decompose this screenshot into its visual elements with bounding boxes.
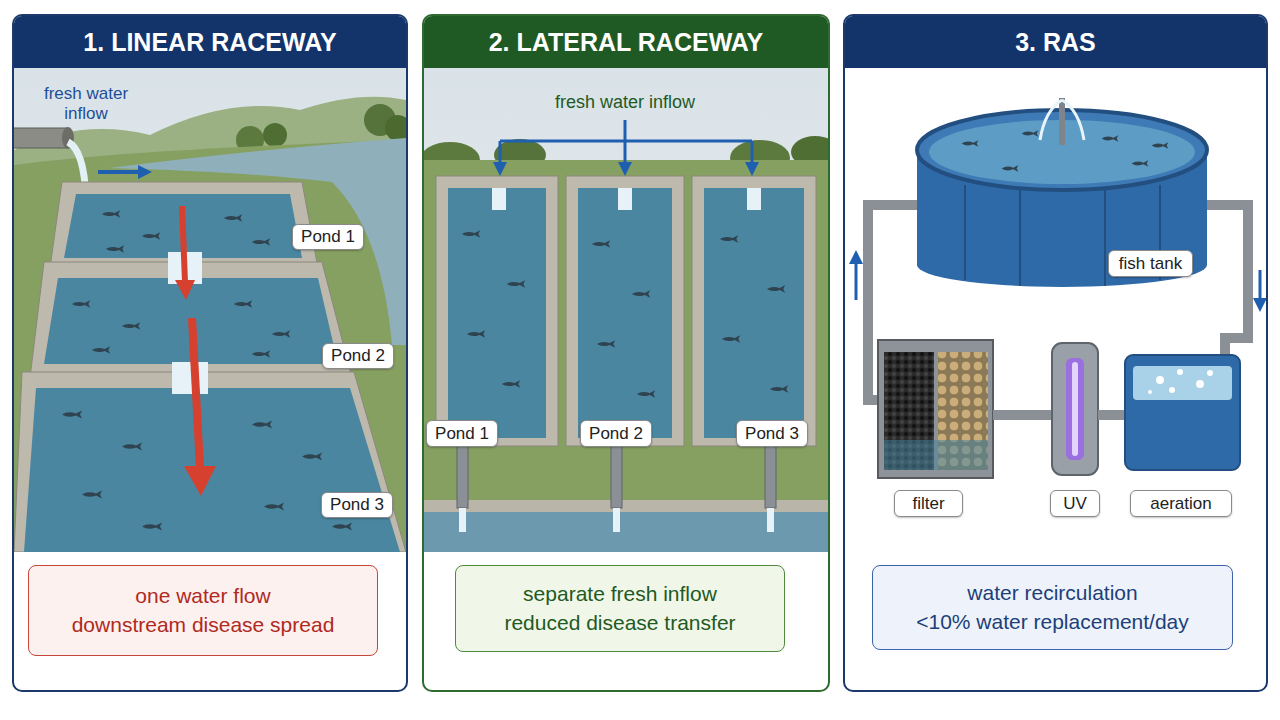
label-text: fish tank xyxy=(1119,254,1182,274)
label-box: aeration xyxy=(1130,490,1232,517)
panel-title: 1. LINEAR RACEWAY xyxy=(14,16,406,68)
panel: 2. LATERAL RACEWAY Pond 1 Pond 2 Pond 3 sepa… xyxy=(422,14,830,692)
annotation-label: fresh water inflow xyxy=(30,84,142,125)
caption-text: <10% water replacement/day xyxy=(916,608,1189,636)
label-text: Pond 1 xyxy=(301,227,355,247)
label-box: Pond 2 xyxy=(322,343,394,369)
label-box: Pond 2 xyxy=(580,420,652,447)
caption-text: downstream disease spread xyxy=(72,611,335,639)
lateral-raceway-scene xyxy=(424,66,828,552)
panel-title: 2. LATERAL RACEWAY xyxy=(424,16,828,68)
label-box: Pond 3 xyxy=(321,492,393,518)
label-box: filter xyxy=(894,490,963,517)
linear-raceway-scene xyxy=(14,66,406,552)
label-text: Pond 2 xyxy=(589,424,643,444)
caption-text: separate fresh inflow xyxy=(523,580,717,608)
panel: 3. RAS fish tank filter UV aeration water rec… xyxy=(843,14,1268,692)
label-text: Pond 1 xyxy=(435,424,489,444)
label-text: UV xyxy=(1063,494,1087,514)
label-text: Pond 3 xyxy=(745,424,799,444)
label-text: Pond 2 xyxy=(331,346,385,366)
caption-text: one water flow xyxy=(135,582,270,610)
ras-scene xyxy=(849,98,1267,478)
caption-text: water recirculation xyxy=(967,579,1137,607)
label-box: Pond 1 xyxy=(426,420,498,447)
label-box: Pond 3 xyxy=(736,420,808,447)
caption-box: water recirculation<10% water replacemen… xyxy=(872,565,1233,650)
label-box: UV xyxy=(1050,490,1100,517)
caption-text: reduced disease transfer xyxy=(504,609,735,637)
label-text: aeration xyxy=(1150,494,1211,514)
caption-box: separate fresh inflowreduced disease tra… xyxy=(455,565,785,652)
label-text: Pond 3 xyxy=(330,495,384,515)
label-box: Pond 1 xyxy=(292,224,364,250)
label-text: filter xyxy=(912,494,944,514)
label-box: fish tank xyxy=(1108,250,1193,277)
annotation-label: fresh water inflow xyxy=(555,92,695,114)
caption-box: one water flowdownstream disease spread xyxy=(28,565,378,656)
panel-title: 3. RAS xyxy=(845,16,1266,68)
